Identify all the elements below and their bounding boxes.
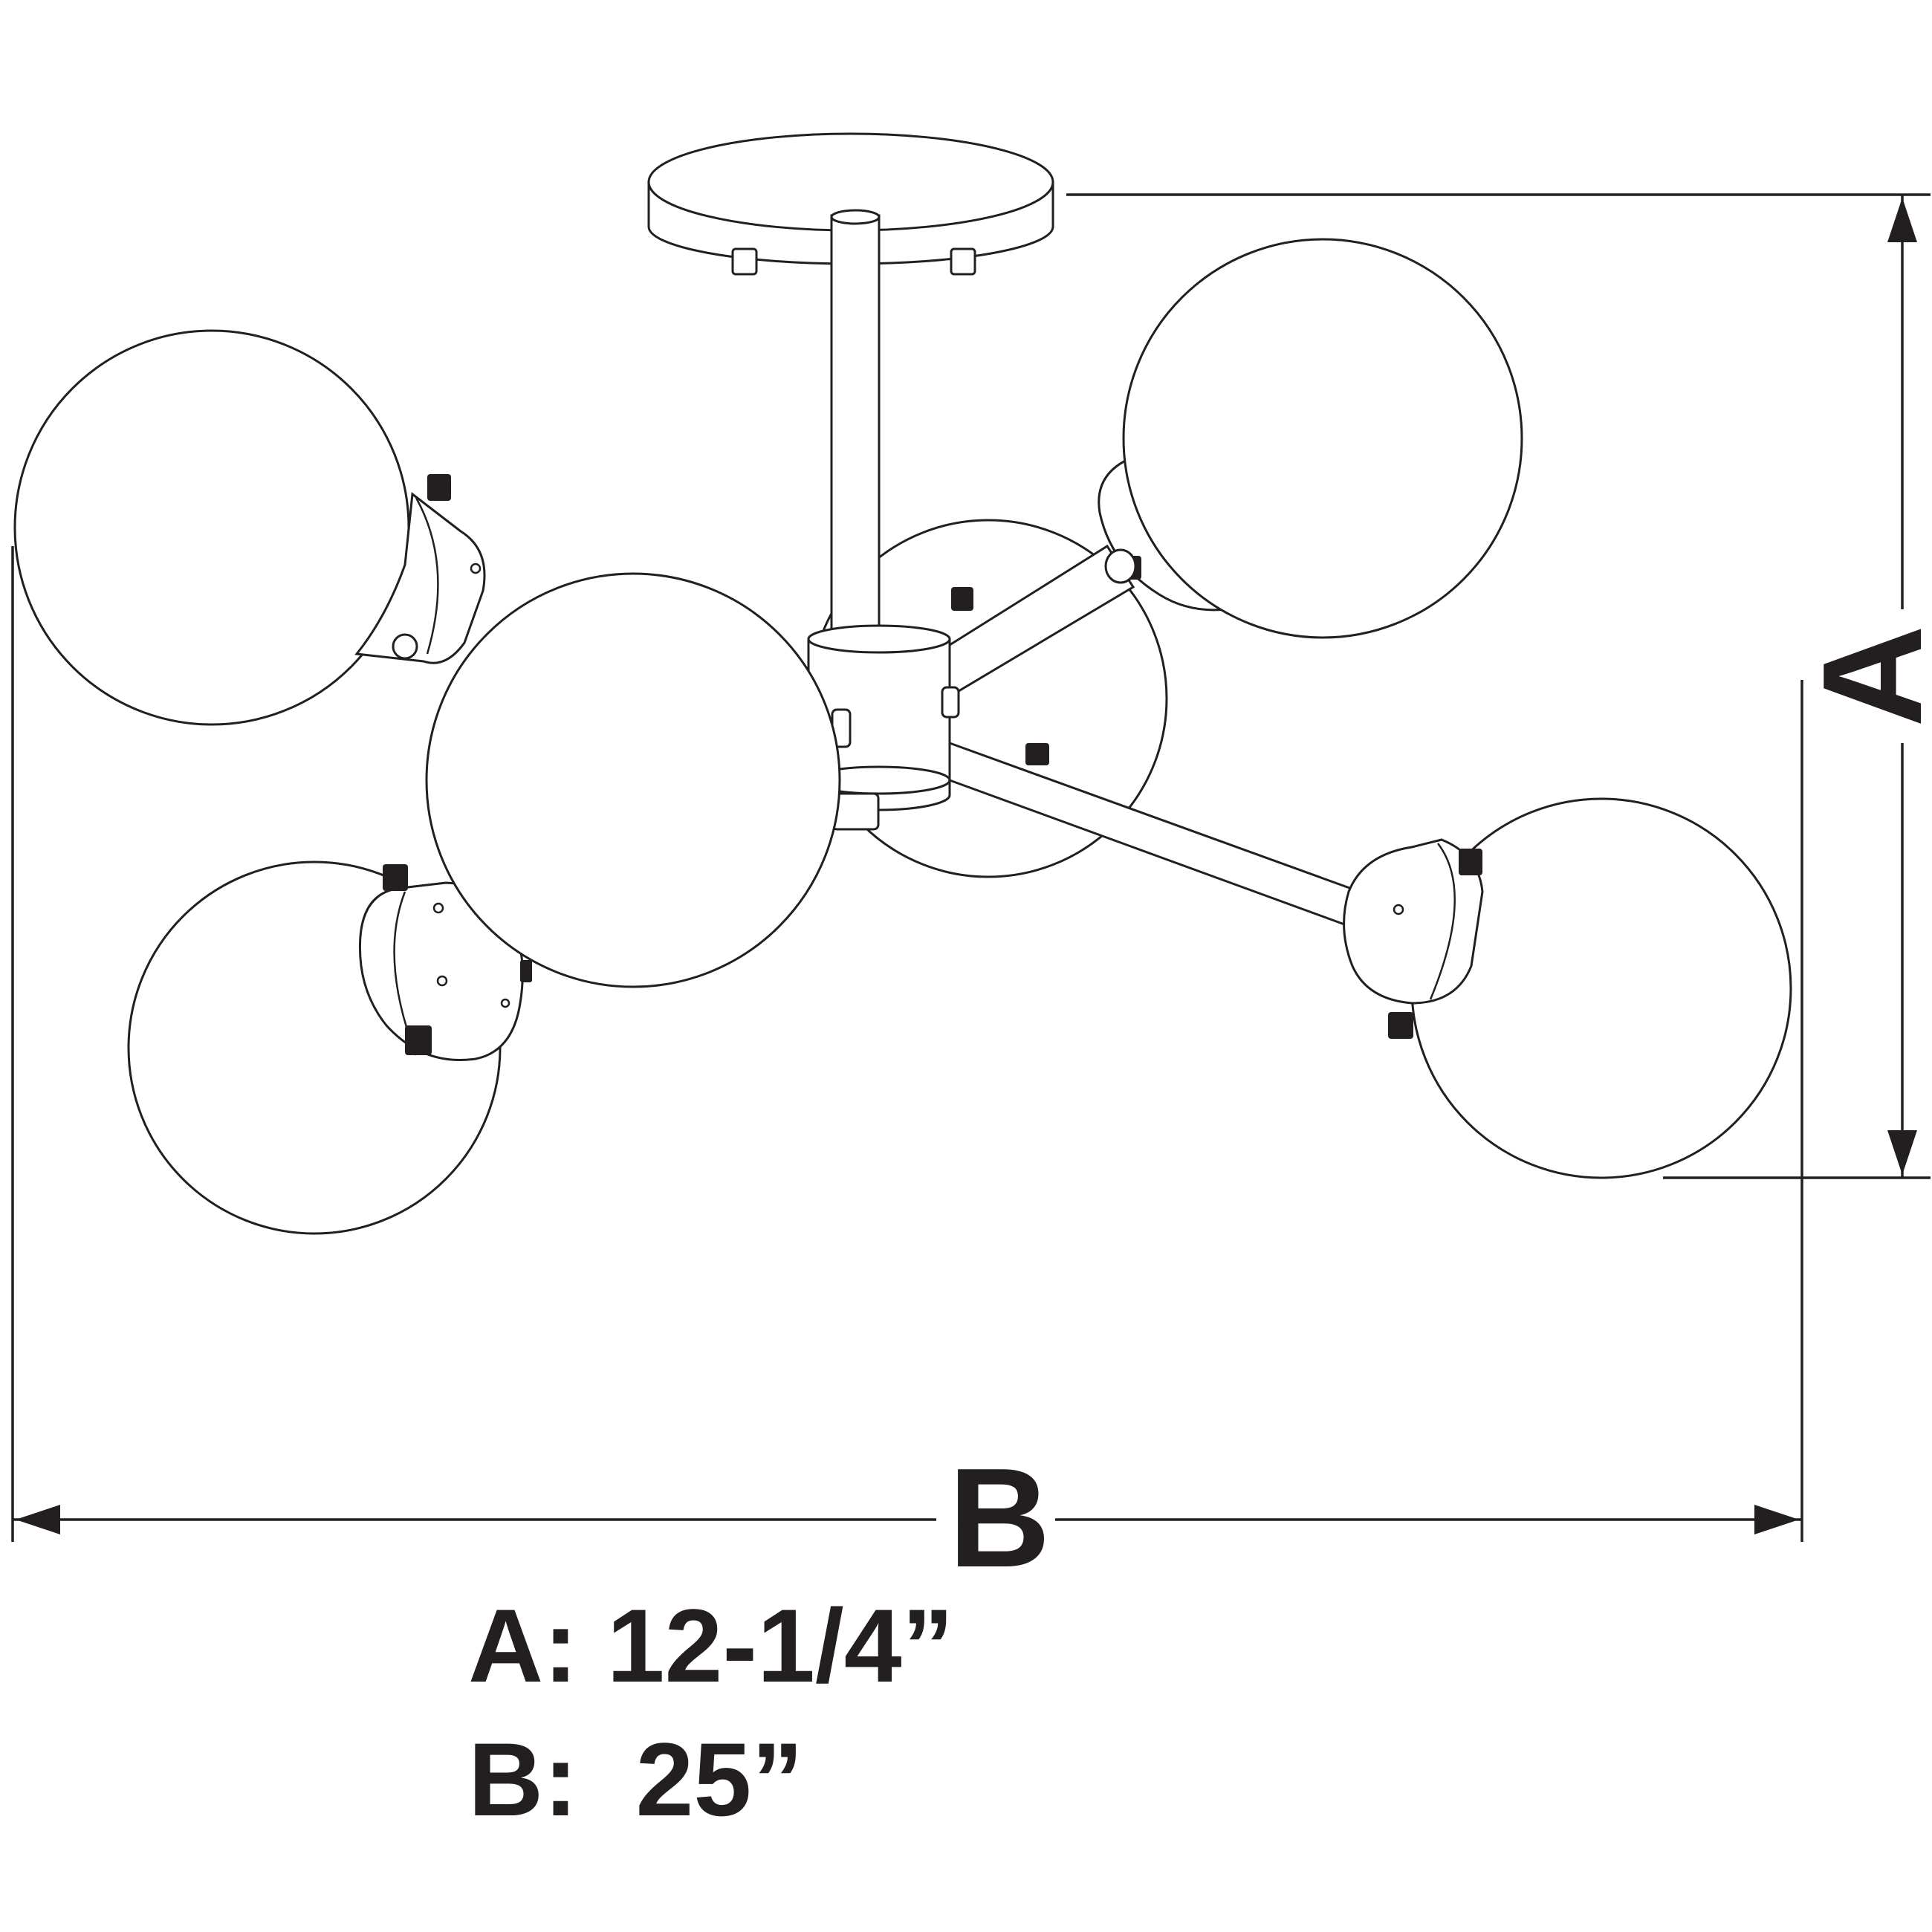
dimension-b-line [11,546,1803,1542]
spec-b: B: 25” [468,1728,803,1832]
dimension-b-letter: B [948,1439,1050,1597]
globe-holder-upper-left [354,474,486,664]
spec-a: A: 12-1/4” [468,1594,954,1698]
globe-upper-left [13,329,410,726]
globe-upper-right [1122,238,1523,639]
globe-holder-lower-right [1343,838,1484,1039]
dimension-a-line [1066,193,1931,1179]
stem-rod [830,209,881,641]
dimension-a-letter: A [1794,625,1932,727]
spec-b-value: 25” [635,1721,804,1838]
globe-front-center [425,572,841,988]
spec-a-value: 12-1/4” [606,1587,954,1704]
spec-a-label: A: [468,1587,578,1704]
spec-b-label: B: [468,1721,578,1838]
